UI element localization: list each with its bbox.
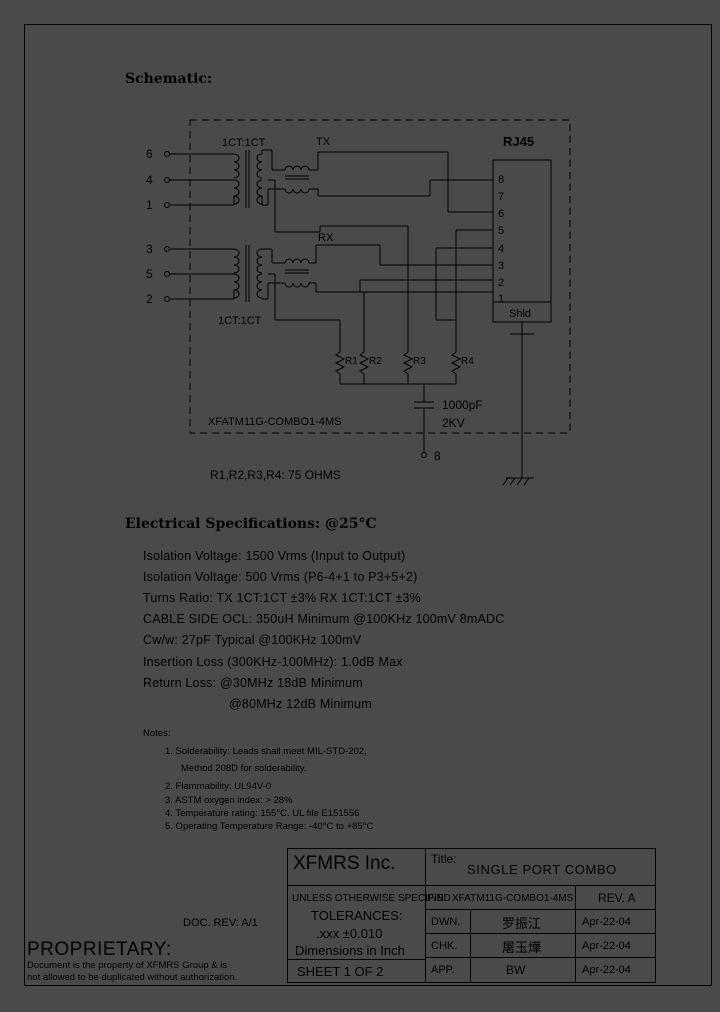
rj45-pin: 3 xyxy=(498,260,504,272)
dwn-date: Apr-22-04 xyxy=(582,916,631,928)
note-line: 3. ASTM oxygen index: > 28% xyxy=(165,795,293,806)
rj45-title: RJ45 xyxy=(503,134,534,149)
unless-text: UNLESS OTHERWISE SPECIFIED xyxy=(292,893,451,904)
proprietary-line: Document is the property of XFMRS Group … xyxy=(27,960,228,971)
note-line: Method 208D for solderability. xyxy=(181,763,307,774)
app-date: Apr-22-04 xyxy=(582,964,631,976)
tx-label: TX xyxy=(316,136,331,148)
schematic-heading: Schematic: xyxy=(125,71,213,87)
rj45-pin: 6 xyxy=(498,208,504,220)
spec-line: Return Loss: @30MHz 18dB Minimum xyxy=(143,676,363,690)
capacitor-voltage: 2KV xyxy=(442,416,465,430)
note-line: 1. Solderability: Leads shall meet MIL-S… xyxy=(165,746,367,757)
resistor-label: R2 xyxy=(369,356,382,367)
part-label: XFATM11G-COMBO1-4MS xyxy=(208,416,341,428)
doc-rev: DOC. REV: A/1 xyxy=(183,917,258,929)
note-line: 5. Operating Temperature Range: -40°C to… xyxy=(165,821,374,832)
spec-line: Insertion Loss (300KHz-100MHz): 1.0dB Ma… xyxy=(143,655,403,669)
left-pin-label: 1 xyxy=(146,198,153,212)
title-value: SINGLE PORT COMBO xyxy=(467,862,617,877)
notes-heading: Notes: xyxy=(143,728,171,739)
left-pin-label: 4 xyxy=(146,173,153,187)
electrical-heading: Electrical Specifications: @25°C xyxy=(125,516,377,532)
dwn-signature: 罗振江 xyxy=(502,916,542,931)
note-line: 2. Flammability: UL94V-0 xyxy=(165,781,272,792)
rj45-pin: 4 xyxy=(498,243,504,255)
chk-date: Apr-22-04 xyxy=(582,940,631,952)
pn-label: P/N: xyxy=(427,893,447,904)
resistor-note: R1,R2,R3,R4: 75 OHMS xyxy=(210,468,341,482)
chk-label: CHK. xyxy=(431,940,458,952)
note-line: 4. Temperature rating: 155°C. UL file E1… xyxy=(165,808,360,819)
spec-line: @80MHz 12dB Minimum xyxy=(229,697,372,711)
rj45-pin: 7 xyxy=(498,191,504,203)
left-pin-label: 5 xyxy=(146,267,153,281)
rj45-pin: 1 xyxy=(498,293,504,305)
rev-value: REV. A xyxy=(598,891,636,905)
proprietary-line: not allowed to be duplicated without aut… xyxy=(27,972,238,983)
resistor-label: R3 xyxy=(413,356,426,367)
app-value: BW xyxy=(506,963,526,977)
module-outline xyxy=(189,119,571,434)
spec-line: Cw/w: 27pF Typical @100KHz 100mV xyxy=(143,633,362,647)
sheet-number: SHEET 1 OF 2 xyxy=(297,964,384,979)
rj45-pin: 8 xyxy=(498,174,504,186)
rx-label: RX xyxy=(318,232,334,244)
rj45-pin: 2 xyxy=(498,277,504,289)
shield-label: Shld xyxy=(509,308,531,320)
company-name: XFMRS Inc. xyxy=(293,853,396,874)
spec-line: Turns Ratio: TX 1CT:1CT ±3% RX 1CT:1CT ±… xyxy=(143,591,421,605)
cap-pin-label: 8 xyxy=(434,449,441,463)
left-pin-label: 3 xyxy=(146,242,153,256)
dwn-label: DWN. xyxy=(431,916,461,928)
tolerance-value: .xxx ±0.010 xyxy=(316,926,383,941)
left-pin-label: 6 xyxy=(146,147,153,161)
rj45-pin: 5 xyxy=(498,225,504,237)
spec-line: Isolation Voltage: 500 Vrms (P6-4+1 to P… xyxy=(143,570,418,584)
drawing-frame xyxy=(24,24,712,986)
spec-line: Isolation Voltage: 1500 Vrms (Input to O… xyxy=(143,549,406,563)
pn-value: XFATM11G-COMBO1-4MS xyxy=(452,893,574,904)
proprietary-heading: PROPRIETARY: xyxy=(27,939,172,960)
title-label: Title: xyxy=(431,852,457,866)
schematic-diagram: RJ45 8 7 6 5 4 3 2 1 Shld 1CT:1CT 1CT:1C… xyxy=(146,119,571,486)
resistor-label: R1 xyxy=(345,356,358,367)
spec-line: CABLE SIDE OCL: 350uH Minimum @100KHz 10… xyxy=(143,612,505,626)
tolerances-label: TOLERANCES: xyxy=(311,908,403,923)
chk-signature: 屠玉燁 xyxy=(502,940,542,955)
transformer-top-ratio: 1CT:1CT xyxy=(222,137,266,149)
capacitor-value: 1000pF xyxy=(442,398,483,412)
app-label: APP. xyxy=(431,964,455,976)
transformer-bottom-ratio: 1CT:1CT xyxy=(218,315,262,327)
resistor-label: R4 xyxy=(461,356,474,367)
left-pin-label: 2 xyxy=(146,292,153,306)
dimensions-note: Dimensions in Inch xyxy=(295,943,405,958)
